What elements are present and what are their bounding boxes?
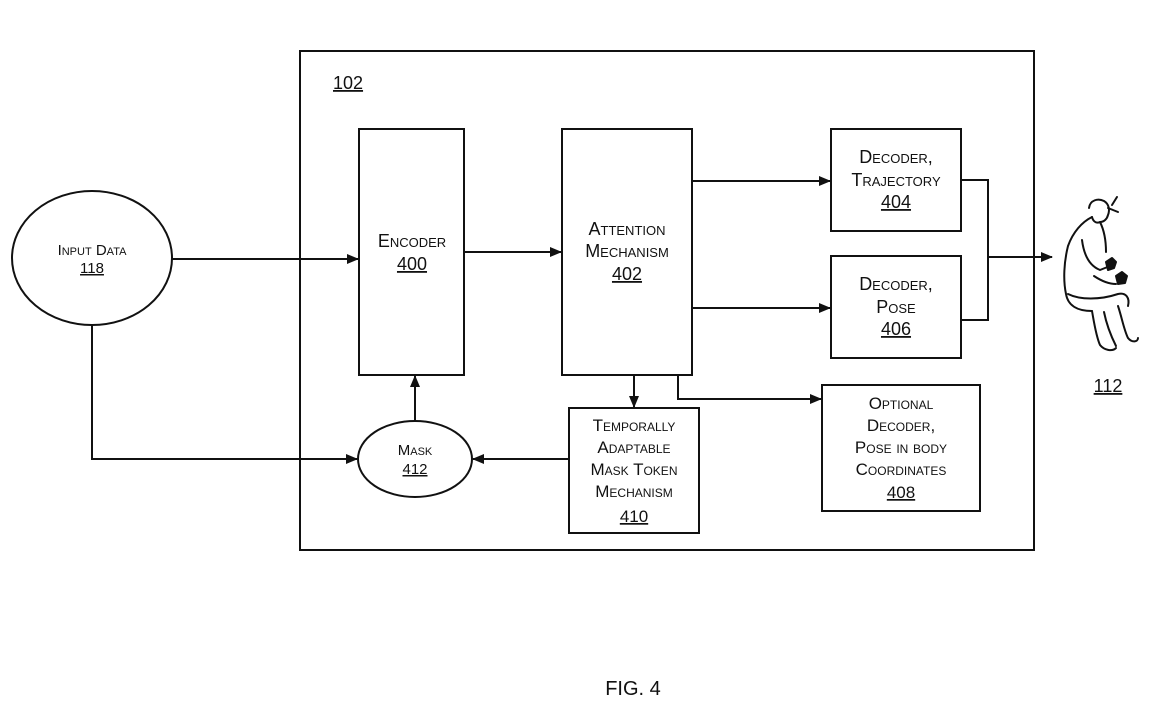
decoder-trajectory-ref: 404 (881, 192, 911, 212)
decoder-trajectory-line2: Trajectory (851, 170, 941, 190)
node-decoder-trajectory: Decoder, Trajectory 404 (830, 128, 962, 232)
node-encoder: Encoder 400 (358, 128, 465, 376)
attention-label-line2: Mechanism (585, 241, 669, 261)
optional-decoder-line4: Coordinates (856, 460, 947, 479)
decoder-pose-line1: Decoder, (859, 274, 933, 294)
figure-caption: FIG. 4 (605, 678, 661, 700)
node-attention-mechanism: Attention Mechanism 402 (561, 128, 693, 376)
decoder-pose-ref: 406 (881, 319, 911, 339)
temporal-mask-line3: Mask Token (591, 460, 678, 479)
system-ref-label: 102 (333, 73, 363, 93)
temporal-mask-line2: Adaptable (597, 438, 670, 457)
attention-label-line1: Attention (589, 219, 666, 239)
mask-label: Mask (398, 442, 433, 459)
encoder-label: Encoder (378, 231, 446, 251)
temporal-mask-ref: 410 (620, 507, 648, 526)
edge-attention-to-optional-decoder (677, 375, 822, 404)
edge-decoders-merge (961, 179, 989, 321)
temporal-mask-line4: Mechanism (595, 482, 673, 501)
mask-ref: 412 (402, 461, 427, 478)
person-ref-label: 112 (1094, 376, 1123, 396)
node-optional-decoder: Optional Decoder, Pose in body Coordinat… (821, 384, 981, 512)
node-input-data: Input Data 118 (11, 190, 173, 326)
optional-decoder-line1: Optional (869, 394, 934, 413)
edge-input-to-mask (91, 325, 358, 464)
optional-decoder-ref: 408 (887, 483, 915, 502)
node-mask: Mask 412 (357, 420, 473, 498)
encoder-ref: 400 (397, 254, 427, 274)
decoder-pose-line2: Pose (876, 297, 916, 317)
optional-decoder-line3: Pose in body (855, 438, 947, 457)
input-data-label: Input Data (58, 242, 128, 259)
input-data-ref: 118 (80, 260, 104, 277)
decoder-trajectory-line1: Decoder, (859, 147, 933, 167)
attention-ref: 402 (612, 264, 642, 284)
seated-person-icon (1063, 196, 1139, 352)
temporal-mask-line1: Temporally (593, 416, 676, 435)
node-decoder-pose: Decoder, Pose 406 (830, 255, 962, 359)
optional-decoder-line2: Decoder, (867, 416, 935, 435)
node-temporal-mask-mechanism: Temporally Adaptable Mask Token Mechanis… (568, 407, 700, 534)
